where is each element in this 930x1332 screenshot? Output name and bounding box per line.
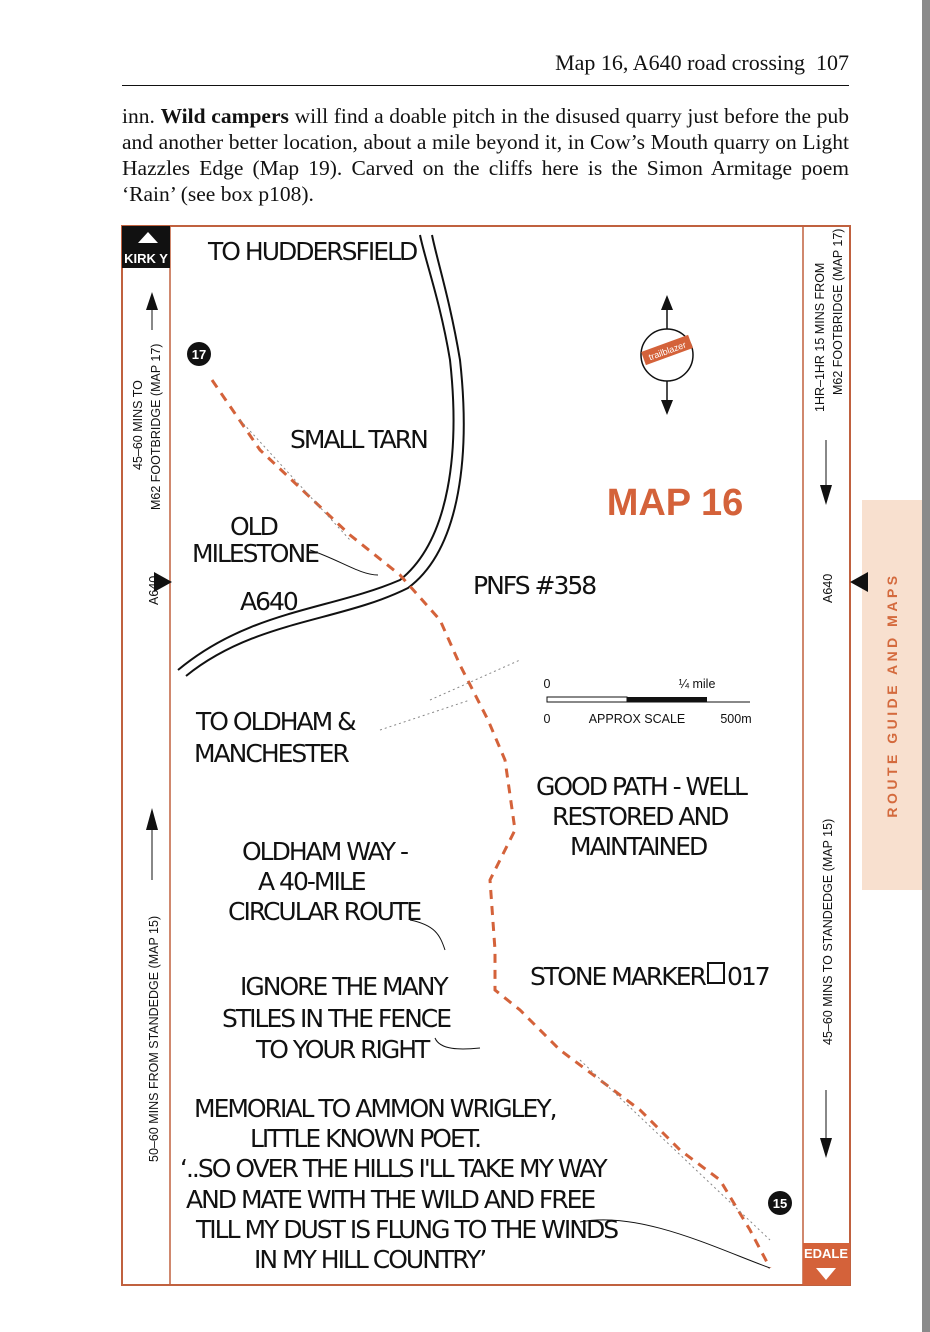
label-ignore-3: TO YOUR RIGHT <box>255 1035 431 1064</box>
map-title: MAP 16 <box>607 482 744 524</box>
road-a640 <box>177 234 455 671</box>
label-oldham-way-1: OLDHAM WAY - <box>242 837 408 866</box>
compass-icon: trailblazer <box>640 295 694 415</box>
map15-badge-label: 15 <box>773 1196 787 1211</box>
label-gps-waypoint: 017 <box>727 962 769 991</box>
scale-top-label: ¼ mile <box>679 677 716 691</box>
left-road-label: A640 <box>147 576 161 605</box>
left-bottom-label: 50–60 MINS FROM STANDEDGE (MAP 15) <box>147 916 161 1162</box>
road-a640-edge <box>185 234 465 677</box>
scale-bar: 0 ¼ mile 0 APPROX SCALE 500m <box>544 677 752 726</box>
scale-top-zero: 0 <box>544 677 551 691</box>
page-edge <box>922 0 930 1332</box>
label-milestone-2: MILESTONE <box>192 539 319 568</box>
oldham-way-pointer <box>409 919 446 951</box>
label-stone-marker: STONE MARKER <box>530 962 706 991</box>
left-sidebar: 45–60 MINS TO M62 FOOTBRIDGE (MAP 17) A6… <box>131 292 172 1162</box>
label-oldham-1: TO OLDHAM & <box>195 707 356 736</box>
road-marker-icon <box>850 572 868 592</box>
running-title: Map 16, A640 road crossing <box>555 50 805 75</box>
running-header: Map 16, A640 road crossing 107 <box>122 50 849 76</box>
top-tab[interactable] <box>122 226 170 268</box>
down-arrow-icon <box>820 485 832 505</box>
right-top-line1: 1HR–1HR 15 MINS FROM <box>813 263 827 412</box>
road-marker-icon <box>154 572 172 592</box>
text-bold: Wild campers <box>160 104 289 128</box>
body-paragraph: inn. Wild campers will find a doable pit… <box>122 103 849 207</box>
right-top-line2: M62 FOOTBRIDGE (MAP 17) <box>831 229 845 395</box>
up-arrow-icon <box>146 292 158 310</box>
milestone-pointer <box>309 549 379 576</box>
right-sidebar: 1HR–1HR 15 MINS FROM M62 FOOTBRIDGE (MAP… <box>813 229 868 1158</box>
memorial-pointer <box>579 1219 771 1269</box>
bottom-tab-label: EDALE <box>804 1246 848 1261</box>
scale-bottom-zero: 0 <box>544 712 551 726</box>
scale-caption: APPROX SCALE <box>589 712 686 726</box>
label-memorial-5: TILL MY DUST IS FLUNG TO THE WINDS <box>195 1215 618 1244</box>
stiles-pointer <box>434 1037 481 1050</box>
label-oldham-2: MANCHESTER <box>194 739 349 768</box>
map17-badge-label: 17 <box>192 347 206 362</box>
text-rest: will find a doable pitch in the disused … <box>122 104 849 206</box>
right-road-label: A640 <box>821 574 835 603</box>
label-path-2: RESTORED AND <box>552 802 728 831</box>
left-top-line2: M62 FOOTBRIDGE (MAP 17) <box>149 344 163 510</box>
top-tab-label: KIRK Y <box>124 251 168 266</box>
down-arrow-icon <box>816 1268 836 1280</box>
left-top-line1: 45–60 MINS TO <box>131 380 145 470</box>
label-ignore-1: IGNORE THE MANY <box>240 972 449 1001</box>
label-road-a640: A640 <box>240 587 298 616</box>
label-memorial-3: ‘..SO OVER THE HILLS I'LL TAKE MY WAY <box>180 1154 608 1183</box>
label-small-tarn: SMALL TARN <box>290 425 427 454</box>
label-huddersfield: TO HUDDERSFIELD <box>207 237 417 266</box>
scale-bottom-label: 500m <box>720 712 751 726</box>
up-arrow-icon <box>146 808 158 830</box>
field-boundaries <box>239 419 771 1241</box>
label-ignore-2: STILES IN THE FENCE <box>222 1004 451 1033</box>
label-memorial-6: IN MY HILL COUNTRY’ <box>254 1245 485 1274</box>
map-labels: TO HUDDERSFIELD SMALL TARN OLD MILESTONE… <box>180 237 771 1274</box>
map17-badge[interactable] <box>187 342 211 366</box>
header-rule <box>122 85 849 86</box>
map-border <box>121 225 851 1286</box>
label-oldham-way-2: A 40-MILE <box>258 867 366 896</box>
label-memorial-1: MEMORIAL TO AMMON WRIGLEY, <box>194 1094 556 1123</box>
label-oldham-way-3: CIRCULAR ROUTE <box>228 897 421 926</box>
up-arrow-icon <box>138 232 158 243</box>
gps-icon <box>707 962 725 984</box>
label-path-1: GOOD PATH - WELL <box>536 772 748 801</box>
label-memorial-4: AND MATE WITH THE WILD AND FREE <box>186 1185 595 1214</box>
label-pnfs: PNFS #358 <box>473 571 596 600</box>
map15-badge[interactable] <box>768 1191 792 1215</box>
label-milestone-1: OLD <box>230 512 278 541</box>
page-number: 107 <box>816 50 849 75</box>
label-path-3: MAINTAINED <box>570 832 707 861</box>
text-lead: inn. <box>122 104 161 128</box>
label-memorial-2: LITTLE KNOWN POET. <box>250 1124 480 1153</box>
right-bottom-label: 45–60 MINS TO STANDEDGE (MAP 15) <box>821 819 835 1045</box>
down-arrow-icon <box>820 1138 832 1158</box>
side-tab[interactable]: ROUTE GUIDE AND MAPS <box>862 500 922 890</box>
